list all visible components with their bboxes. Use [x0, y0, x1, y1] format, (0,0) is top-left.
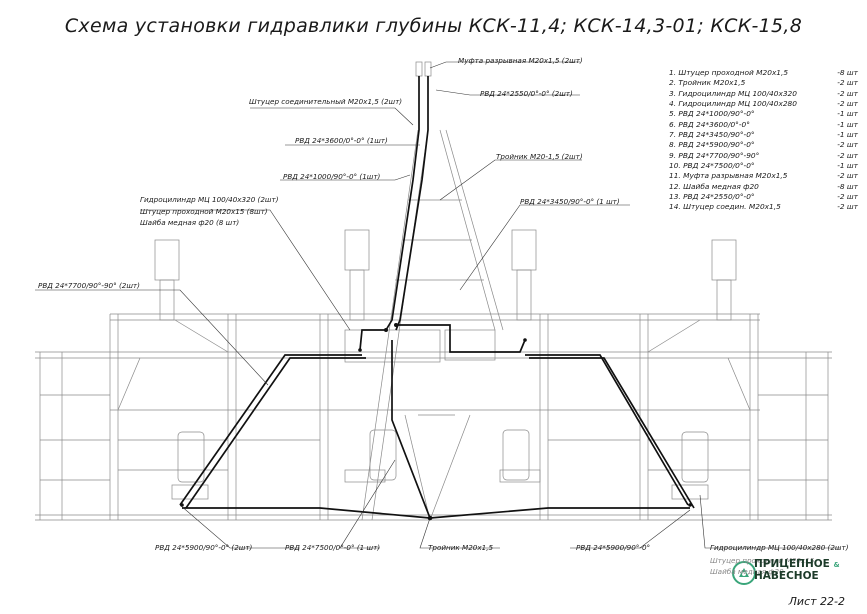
hydraulic-hoses — [179, 76, 695, 519]
sheet-number: Лист 22-2 — [788, 595, 845, 608]
legend-item: 2. Тройник М20х1,5 — [669, 78, 746, 88]
label-hose-5900-left: РВД 24*5900/90°-0° (2шт) — [155, 543, 253, 552]
label-cyl-320: Гидроцилиндр МЦ 100/40х320 (2шт) — [140, 195, 279, 204]
label-hose-1000: РВД 24*1000/90°-0° (1шт) — [283, 172, 381, 181]
label-fitting-bottom-2: Шайба медная ф20 — [710, 567, 784, 576]
brand-line-2: НАВЕСНОЕ — [754, 570, 819, 582]
legend-qty: -2 шт — [837, 150, 858, 160]
drawing-title: Схема установки гидравлики глубины КСК-1… — [64, 15, 803, 37]
legend-item: 7. РВД 24*3450/90°-0° — [669, 130, 755, 140]
brand-line-1: ПРИЦЕПНОЕ — [754, 558, 830, 570]
legend-qty: -2 шт — [837, 140, 858, 150]
label-fitting-bottom-1: Штуцер проходной М20х15 — [710, 556, 815, 565]
legend-qty: -1 шт — [837, 130, 858, 140]
legend-row: 9. РВД 24*7700/90°-90° -2 шт — [669, 151, 864, 161]
legend-qty: -8 шт — [837, 68, 858, 77]
brand-logo: ПРИЦЕПНОЕ & НАВЕСНОЕ — [728, 559, 840, 582]
legend-row: 6. РВД 24*3600/0°-0° -1 шт — [669, 120, 864, 130]
label-coupling: Муфта разрывная М20х1,5 (2шт) — [458, 56, 583, 65]
legend-row: 8. РВД 24*5900/90°-0° -2 шт — [669, 140, 864, 150]
brand-logo-icon — [732, 561, 756, 585]
label-fitting-pass: Штуцер проходной М20х15 (8шт) — [140, 207, 268, 216]
label-hose-3450: РВД 24*3450/90°-0° (1 шт) — [520, 197, 620, 206]
legend-item: 12. Шайба медная ф20 — [669, 181, 759, 191]
label-tee-bottom: Тройник М20х1,5 — [428, 543, 494, 552]
legend-item: 8. РВД 24*5900/90°-0° — [669, 140, 755, 150]
label-hose-7500: РВД 24*7500/0°-0° (1 шт) — [285, 543, 381, 552]
legend-qty: -2 шт — [837, 99, 858, 109]
legend-qty: -1 шт — [837, 161, 858, 171]
label-tee-top: Тройник М20-1,5 (2шт) — [496, 152, 583, 161]
legend-row: 11. Муфта разрывная М20х1,5 -2 шт — [669, 171, 864, 181]
legend-qty: -2 шт — [837, 171, 858, 181]
label-cyl-280: Гидроцилиндр МЦ 100/40х280 (2шт) — [710, 543, 849, 552]
legend-item: 3. Гидроцилиндр МЦ 100/40х320 — [669, 88, 797, 98]
legend-row: 7. РВД 24*3450/90°-0° -1 шт — [669, 130, 864, 140]
legend-qty: -2 шт — [837, 78, 858, 88]
legend-row: 3. Гидроцилиндр МЦ 100/40х320 -2 шт — [669, 89, 864, 99]
label-fitting-connect: Штуцер соединительный М20х1,5 (2шт) — [249, 97, 403, 106]
legend-row: 4. Гидроцилиндр МЦ 100/40х280 -2 шт — [669, 99, 864, 109]
legend-item: 13. РВД 24*2550/0°-0° — [669, 192, 755, 202]
legend-item: 14. Штуцер соедин. М20х1,5 — [669, 202, 781, 212]
leader-lines — [35, 61, 840, 549]
label-washer: Шайба медная ф20 (8 шт) — [140, 218, 240, 227]
legend-qty: -2 шт — [837, 192, 858, 202]
fitting-markers — [180, 323, 692, 521]
legend-item: 1. Штуцер проходной М20х1,5 — [669, 68, 789, 77]
legend-item: 6. РВД 24*3600/0°-0° — [669, 119, 750, 129]
legend-item: 4. Гидроцилиндр МЦ 100/40х280 — [669, 99, 797, 109]
legend-qty: -2 шт — [837, 88, 858, 98]
legend-row: 5. РВД 24*1000/90°-0° -1 шт — [669, 109, 864, 119]
legend-qty: -1 шт — [837, 109, 858, 119]
legend-row: 2. Тройник М20х1,5 -2 шт — [669, 78, 864, 88]
legend-qty: -1 шт — [837, 119, 858, 129]
label-hose-5900-right: РВД 24*5900/90°-0° — [576, 543, 651, 552]
legend-item: 10. РВД 24*7500/0°-0° — [669, 161, 755, 171]
label-hose-7700: РВД 24*7700/90°-90° (2шт) — [38, 281, 140, 290]
legend-item: 9. РВД 24*7700/90°-90° — [669, 150, 760, 160]
legend-row: 1. Штуцер проходной М20х1,5 -8 шт — [669, 68, 864, 78]
legend-row: 10. РВД 24*7500/0°-0° -1 шт — [669, 161, 864, 171]
legend-row: 14. Штуцер соедин. М20х1,5 -2 шт — [669, 202, 864, 212]
legend-item: 5. РВД 24*1000/90°-0° — [669, 109, 755, 119]
label-hose-2550: РВД 24*2550/0°-0° (2шт) — [480, 89, 573, 98]
label-hose-3600: РВД 24*3600/0°-0° (1шт) — [295, 136, 388, 145]
legend-row: 12. Шайба медная ф20 -8 шт — [669, 182, 864, 192]
legend-row: 13. РВД 24*2550/0°-0° -2 шт — [669, 192, 864, 202]
legend-item: 11. Муфта разрывная М20х1,5 — [669, 171, 788, 181]
brand-amp: & — [833, 561, 840, 569]
legend-qty: -8 шт — [837, 181, 858, 191]
legend-qty: -2 шт — [837, 202, 858, 212]
